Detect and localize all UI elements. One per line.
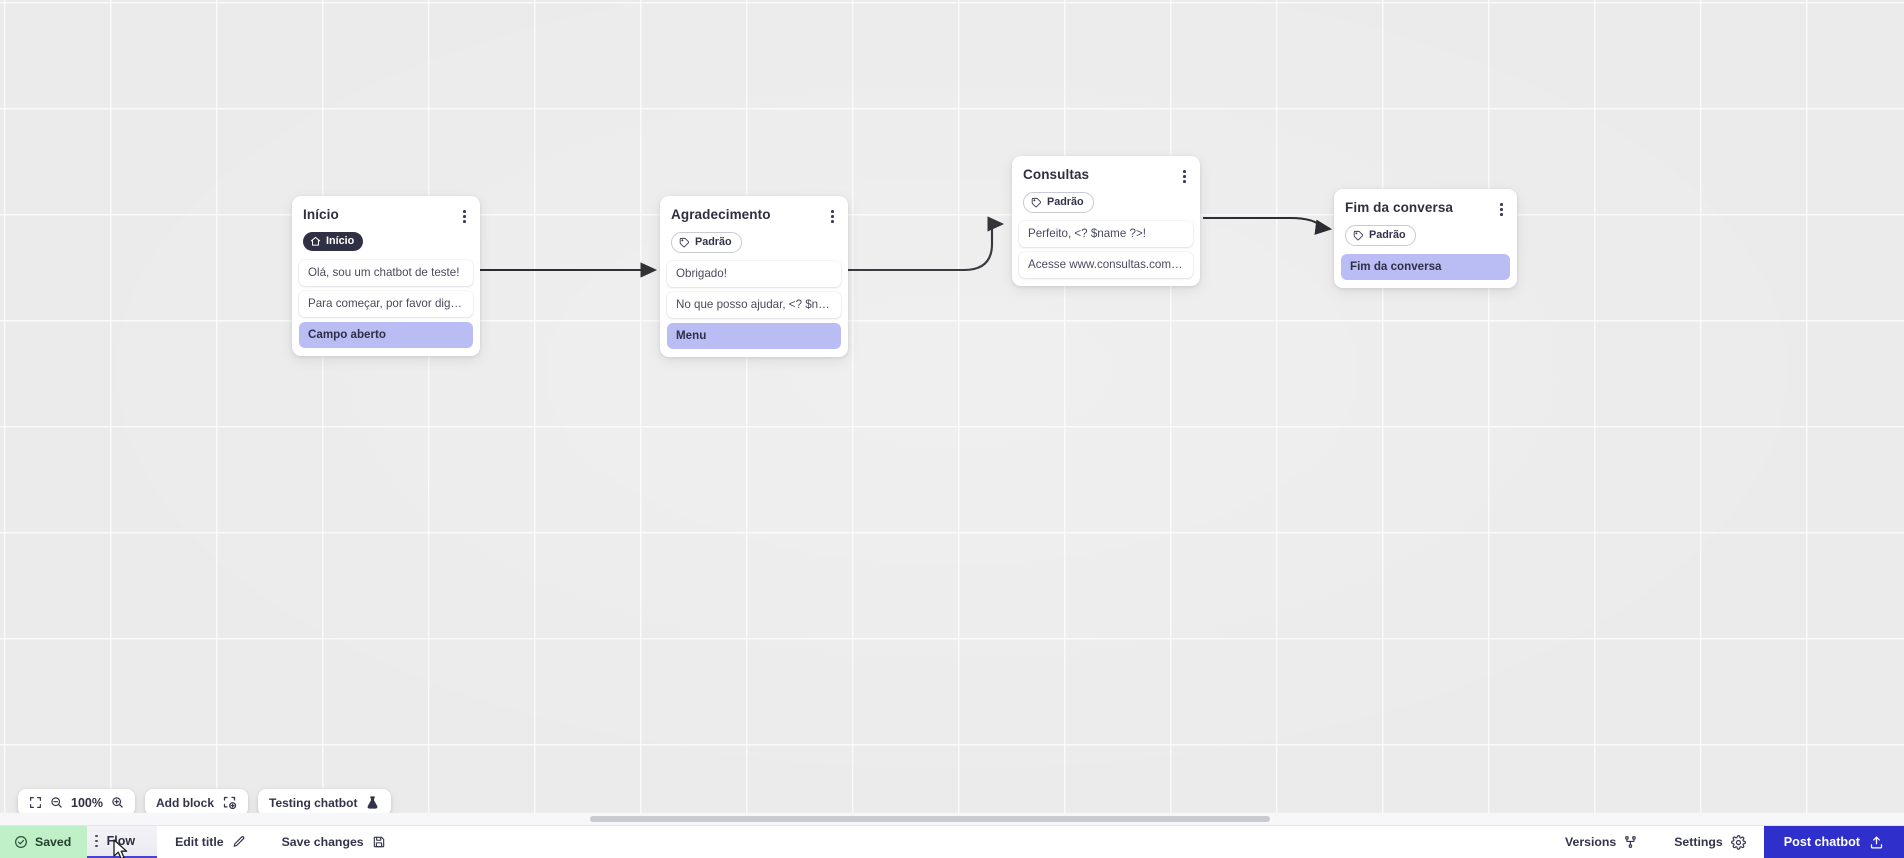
block-tag-padrao[interactable]: Padrão (671, 231, 742, 253)
block-rows: Obrigado! No que posso ajudar, <? $name … (660, 255, 848, 349)
block-tag-label: Padrão (695, 235, 732, 248)
flask-icon (365, 795, 380, 810)
block-menu-icon[interactable] (828, 208, 837, 225)
zoom-out-icon[interactable] (50, 796, 63, 809)
check-circle-icon (14, 835, 28, 849)
block-tag-row: Padrão (1012, 185, 1200, 215)
edit-title-label: Edit title (175, 835, 224, 849)
block-row[interactable]: Para começar, por favor digite o ... (299, 290, 473, 317)
flow-canvas[interactable]: Início Início Olá, sou um chatbot de tes… (0, 0, 1904, 825)
block-rows: Olá, sou um chatbot de teste! Para começ… (292, 254, 480, 348)
floppy-disk-icon (372, 835, 386, 849)
block-title: Agradecimento (671, 207, 771, 222)
block-tag-label: Início (326, 234, 355, 247)
block-title: Consultas (1023, 167, 1090, 182)
saved-label: Saved (35, 835, 72, 849)
block-menu-icon[interactable] (1497, 201, 1506, 218)
block-title: Início (303, 207, 339, 222)
edge-consultas-fim (1203, 216, 1333, 235)
flow-block-consultas[interactable]: Consultas Padrão Perfeito, <? $name ?>! … (1012, 156, 1200, 286)
branch-icon (1624, 835, 1638, 849)
block-tag-row: Padrão (660, 225, 848, 255)
tag-icon (679, 237, 690, 248)
testing-chatbot-label: Testing chatbot (269, 795, 358, 810)
tag-icon (1031, 197, 1042, 208)
post-chatbot-button[interactable]: Post chatbot (1763, 826, 1904, 858)
block-row[interactable]: No que posso ajudar, <? $name ... (667, 291, 841, 318)
versions-label: Versions (1564, 835, 1617, 849)
add-block-icon (222, 795, 237, 810)
block-header: Agradecimento (660, 205, 848, 225)
block-menu-icon[interactable] (460, 208, 469, 225)
edit-title-button[interactable]: Edit title (157, 826, 264, 858)
save-changes-label: Save changes (281, 835, 364, 849)
bottom-bar-spacer (404, 826, 1547, 858)
block-tag-padrao[interactable]: Padrão (1023, 191, 1094, 213)
edge-agradecimento-consultas (848, 216, 1005, 272)
block-rows: Fim da conversa (1334, 248, 1517, 280)
block-header: Fim da conversa (1334, 198, 1517, 218)
testing-chatbot-button[interactable]: Testing chatbot (258, 789, 392, 816)
block-tag-padrao[interactable]: Padrão (1345, 224, 1416, 246)
save-changes-button[interactable]: Save changes (264, 826, 404, 858)
drag-handle-icon[interactable] (95, 834, 98, 848)
bottom-toolbar: Saved Flow Edit title Save changes Versi… (0, 825, 1904, 858)
block-menu-icon[interactable] (1180, 168, 1189, 185)
gear-icon (1730, 834, 1746, 850)
zoom-level: 100% (71, 795, 103, 810)
block-tag-label: Padrão (1369, 228, 1406, 241)
block-row[interactable]: Acesse www.consultas.com par... (1019, 251, 1193, 278)
zoom-in-icon[interactable] (111, 796, 124, 809)
block-rows: Perfeito, <? $name ?>! Acesse www.consul… (1012, 215, 1200, 278)
add-block-label: Add block (155, 795, 214, 810)
block-header: Início (292, 205, 480, 225)
tab-flow[interactable]: Flow (87, 826, 158, 858)
block-tag-inicio[interactable]: Início (303, 231, 364, 251)
block-row-accent[interactable]: Campo aberto (299, 321, 473, 348)
canvas-toolbar: 100% Add block Testing chatbot (18, 789, 392, 816)
horizontal-scrollbar[interactable] (0, 813, 1904, 825)
block-tag-row: Padrão (1334, 218, 1517, 248)
block-header: Consultas (1012, 165, 1200, 185)
upload-icon (1869, 835, 1884, 850)
settings-button[interactable]: Settings (1656, 826, 1764, 858)
block-row[interactable]: Obrigado! (667, 260, 841, 287)
versions-button[interactable]: Versions (1547, 826, 1656, 858)
flow-block-inicio[interactable]: Início Início Olá, sou um chatbot de tes… (292, 196, 480, 356)
flow-block-fim-da-conversa[interactable]: Fim da conversa Padrão Fim da conversa (1334, 189, 1517, 288)
home-icon (310, 236, 321, 247)
flow-tab-label: Flow (106, 834, 136, 848)
post-chatbot-label: Post chatbot (1783, 835, 1860, 849)
fullscreen-icon[interactable] (29, 796, 42, 809)
block-tag-row: Início (292, 225, 480, 254)
pencil-icon (232, 835, 246, 849)
block-row[interactable]: Perfeito, <? $name ?>! (1019, 220, 1193, 247)
block-row[interactable]: Olá, sou um chatbot de teste! (299, 259, 473, 286)
block-tag-label: Padrão (1047, 195, 1084, 208)
flow-block-agradecimento[interactable]: Agradecimento Padrão Obrigado! No que po… (660, 196, 848, 357)
add-block-button[interactable]: Add block (144, 789, 248, 816)
status-badge-saved: Saved (0, 826, 88, 858)
block-row-accent[interactable]: Menu (667, 322, 841, 349)
settings-label: Settings (1674, 835, 1723, 849)
block-title: Fim da conversa (1345, 200, 1454, 215)
block-row-accent[interactable]: Fim da conversa (1341, 253, 1510, 280)
scrollbar-thumb[interactable] (590, 816, 1270, 822)
zoom-controls: 100% (18, 789, 135, 816)
flow-edges (480, 216, 1333, 278)
tag-icon (1353, 230, 1364, 241)
